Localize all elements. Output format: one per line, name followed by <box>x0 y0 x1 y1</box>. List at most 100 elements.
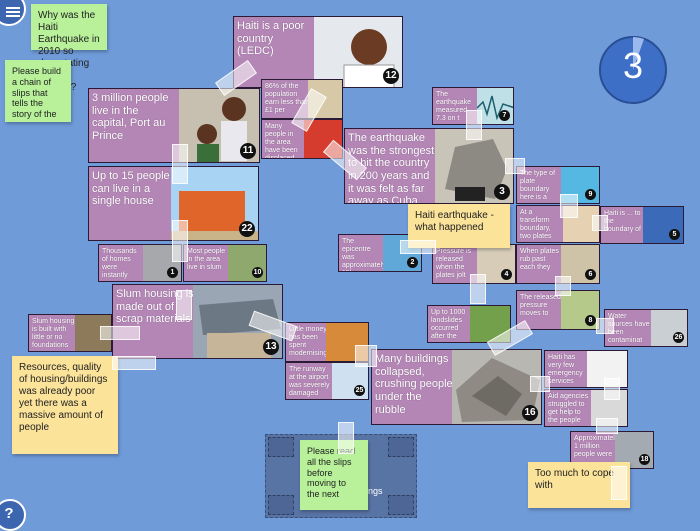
slip-text: Most people in the area live in slum <box>187 248 226 272</box>
slip-number: 4 <box>501 269 512 280</box>
slip-text: Many buildings collapsed, crushing peopl… <box>375 353 453 416</box>
slip-money[interactable]: Little money has been spent modernising <box>285 322 369 362</box>
slip-text: The epicentre was approximately 15km <box>342 238 386 271</box>
slip-poor[interactable]: Haiti is a poor country (LEDC) 12 <box>233 16 403 88</box>
slip-number: 22 <box>239 221 255 237</box>
connector-tape[interactable] <box>596 318 614 334</box>
connector-tape[interactable] <box>470 274 486 304</box>
slip-number: 25 <box>354 385 365 396</box>
dial-icon <box>599 36 667 104</box>
connector-tape[interactable] <box>338 422 354 454</box>
drop-zone-corner <box>388 495 414 515</box>
slip-number: 6 <box>585 269 596 280</box>
slip-number: 26 <box>673 332 684 343</box>
slip-transform[interactable]: At a transform boundary, two plates <box>516 205 600 243</box>
connector-tape[interactable] <box>100 326 140 340</box>
slip-number: 11 <box>240 143 256 159</box>
counter-value: 3 <box>622 45 644 86</box>
slip-text: Approximately 1 million people were <box>574 435 619 459</box>
read-all-text: Please read all the slips before moving … <box>307 446 356 500</box>
slip-slum-scrap[interactable]: Slum housing is made out of scrap materi… <box>112 284 283 359</box>
slip-text: Thousands of homes were instantly <box>102 248 137 280</box>
help-icon: ? <box>4 505 14 522</box>
read-all-note[interactable]: Please read all the slips before moving … <box>300 440 368 510</box>
slip-text: Water sources have been contaminat <box>608 313 650 345</box>
drop-zone-corner <box>268 495 294 515</box>
hamburger-icon <box>6 7 20 17</box>
connector-tape[interactable] <box>560 194 578 218</box>
question-note[interactable]: Why was the Haiti Earthquake in 2010 so … <box>31 4 107 93</box>
photo-collapsed-building <box>435 129 513 203</box>
slip-slum-built[interactable]: Slum housing is built with little or no … <box>28 314 112 352</box>
slip-collapsed[interactable]: Many buildings collapsed, crushing peopl… <box>371 349 542 425</box>
connector-tape[interactable] <box>505 158 525 174</box>
slip-number: 3 <box>494 184 510 200</box>
slip-water[interactable]: Water sources have been contaminat 26 <box>604 309 688 347</box>
slip-text: When plates rub past each they <box>520 248 559 272</box>
slip-text: The earthquake measured 7.3 on t <box>436 91 472 123</box>
slip-released[interactable]: The released pressure moves to 8 <box>516 290 600 330</box>
slip-number: 16 <box>522 405 538 421</box>
photo-people <box>179 89 259 162</box>
slip-thousands[interactable]: Thousands of homes were instantly 1 <box>98 244 182 282</box>
slip-pressure[interactable]: Pressure is released when the plates jol… <box>432 244 516 284</box>
slip-number: 1 <box>167 267 178 278</box>
slip-text: Haiti has very few emergency services <box>548 354 583 386</box>
slip-haiti-is[interactable]: Haiti is ... to the boundary of 5 <box>600 206 684 244</box>
slip-text: Up to 15 people can live in a single hou… <box>92 170 170 208</box>
connector-tape[interactable] <box>112 356 156 370</box>
slip-most-people[interactable]: Most people in the area live in slum 10 <box>183 244 267 282</box>
connector-tape[interactable] <box>611 466 627 500</box>
instruction-text: Please build a chain of slips that tells… <box>12 66 62 120</box>
slip-text: The runway at the airport was severely d… <box>289 366 330 398</box>
slip-number: 18 <box>639 454 650 465</box>
slip-text: Little money has been spent modernising <box>289 326 328 358</box>
slip-text: Aid agencies struggled to get help to th… <box>548 393 589 425</box>
menu-button[interactable] <box>0 0 26 26</box>
connector-tape[interactable] <box>530 376 550 392</box>
connector-tape[interactable] <box>596 418 618 434</box>
connector-tape[interactable] <box>400 240 436 254</box>
slip-strongest[interactable]: The earthquake was the strongest to hit … <box>344 128 514 204</box>
slip-text: Haiti is a poor country (LEDC) <box>237 20 305 58</box>
resources-note[interactable]: Resources, quality of housing/buildings … <box>12 356 118 454</box>
slip-text: Up to 1000 landslides occurred after the <box>431 309 466 341</box>
slip-pop3m[interactable]: 3 million people live in the capital, Po… <box>88 88 260 163</box>
help-button[interactable]: ? <box>0 499 26 531</box>
slip-number: 2 <box>407 257 418 268</box>
what-happened-text: Haiti earthquake - what happened <box>415 210 494 233</box>
drop-zone-label: ings <box>366 486 383 496</box>
slip-number: 13 <box>263 339 279 355</box>
slip-runway[interactable]: The runway at the airport was severely d… <box>285 362 369 400</box>
connector-tape[interactable] <box>172 220 188 262</box>
slip-number: 8 <box>585 315 596 326</box>
connector-tape[interactable] <box>592 215 608 231</box>
connector-tape[interactable] <box>466 110 482 140</box>
slip-text: 3 million people live in the capital, Po… <box>92 92 169 142</box>
slip-medical[interactable]: Haiti has very few emergency services <box>544 350 628 388</box>
photo-boy <box>314 17 402 87</box>
timer-dial: 3 <box>598 35 668 105</box>
slip-text: Slum housing is made out of scrap materi… <box>116 288 194 326</box>
slip-text: Haiti is ... to the boundary of <box>604 210 641 234</box>
resources-text: Resources, quality of housing/buildings … <box>19 362 108 433</box>
instruction-note[interactable]: Please build a chain of slips that tells… <box>5 60 71 122</box>
slip-text: At a transform boundary, two plates <box>520 209 552 241</box>
slip-text: The earthquake was the strongest to hit … <box>348 132 435 204</box>
connector-tape[interactable] <box>555 276 571 296</box>
slip-text: Slum housing is built with little or no … <box>32 318 75 350</box>
slip-text: The released pressure moves to <box>520 294 561 318</box>
too-much-text: Too much to cope with <box>535 468 614 491</box>
slip-text: The type of plate boundary here is a <box>520 170 556 202</box>
connector-tape[interactable] <box>172 144 188 184</box>
connector-tape[interactable] <box>355 345 377 367</box>
slip-number: 5 <box>669 229 680 240</box>
slip-text: Pressure is released when the plates jol… <box>436 248 472 280</box>
connector-tape[interactable] <box>176 290 192 320</box>
slip-boundary-type[interactable]: The type of plate boundary here is a 9 <box>516 166 600 204</box>
slip-text: 86% of the population earn less than £1 … <box>265 83 309 115</box>
slip-number: 12 <box>383 68 399 84</box>
connector-tape[interactable] <box>604 378 620 400</box>
slip-text: Many people in the area have been displa… <box>265 123 298 159</box>
slip-number: 7 <box>499 110 510 121</box>
